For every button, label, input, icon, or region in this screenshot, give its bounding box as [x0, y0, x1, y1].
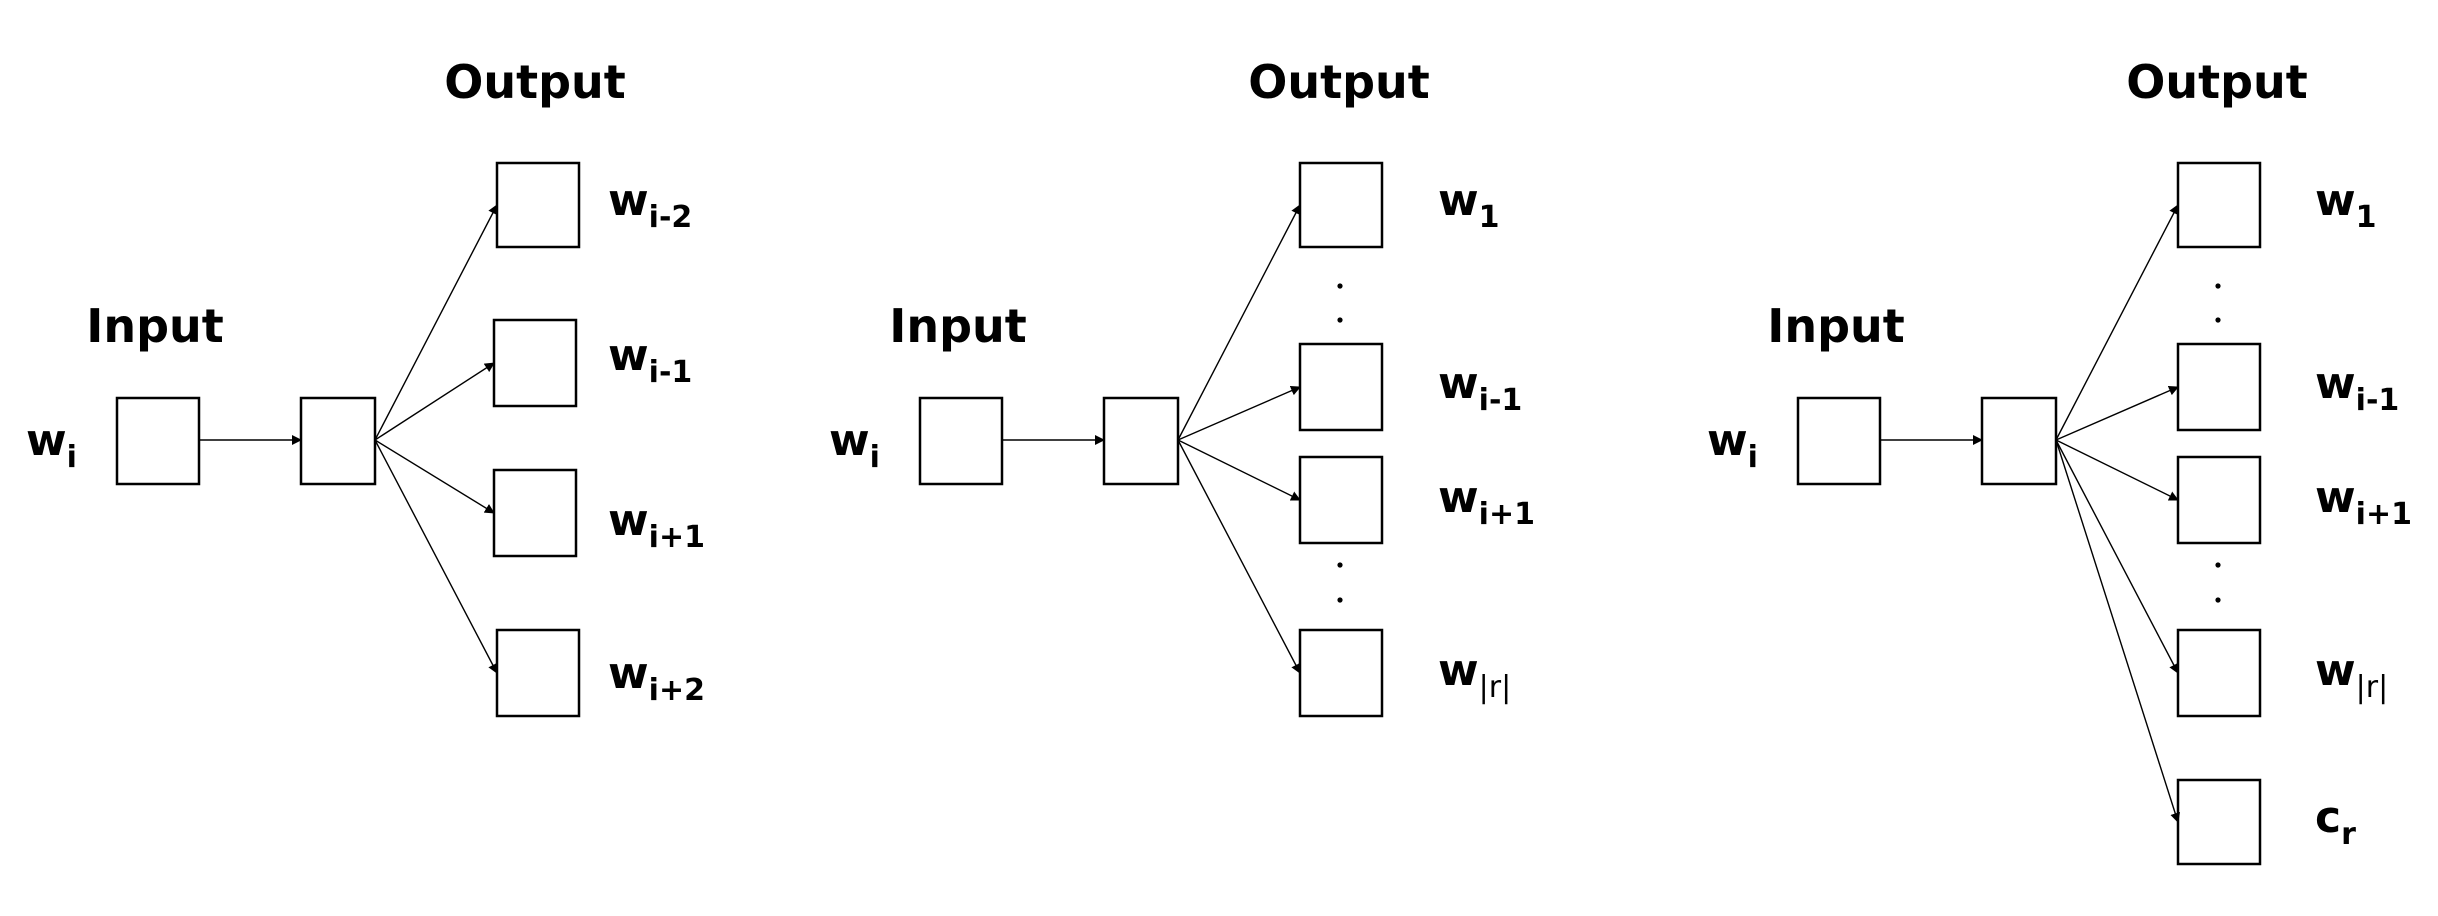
output-word-label: wi+1 — [2315, 472, 2412, 532]
output-word-label: wi+2 — [608, 648, 705, 708]
hidden-to-output-arrow — [2055, 439, 2179, 674]
hidden-to-output-arrow — [2055, 439, 2181, 823]
hidden-to-output-arrow — [2055, 439, 2179, 501]
output-heading: Output — [444, 55, 626, 109]
hidden-node — [299, 396, 377, 486]
input-heading: Input — [1767, 299, 1905, 353]
hidden-to-output-arrow — [2055, 204, 2179, 441]
hidden-to-output-arrow — [2055, 386, 2179, 441]
output-node — [2176, 778, 2262, 866]
output-word-label: wi+1 — [1438, 472, 1535, 532]
hidden-to-output-arrow — [1177, 439, 1301, 674]
ellipsis-dot — [1337, 597, 1343, 603]
hidden-to-output-arrow — [374, 362, 495, 441]
input-node — [1796, 396, 1882, 486]
ellipsis-dot — [2215, 283, 2221, 289]
output-word-label: wi-1 — [608, 330, 692, 390]
output-node — [1298, 628, 1384, 718]
hidden-node — [1102, 396, 1180, 486]
output-word-label: w|r| — [1438, 645, 1511, 705]
ellipsis-dot — [1337, 283, 1343, 289]
hidden-to-output-arrow — [1177, 439, 1301, 501]
output-word-label: w1 — [1438, 175, 1500, 235]
input-word-label: wi — [1707, 415, 1758, 475]
input-heading: Input — [86, 299, 224, 353]
output-word-label: wi-1 — [1438, 358, 1522, 418]
ellipsis-dot — [1337, 317, 1343, 323]
hidden-to-output-arrow — [1177, 386, 1301, 441]
hidden-node — [1980, 396, 2058, 486]
output-node — [2176, 161, 2262, 249]
output-node — [492, 468, 578, 558]
hidden-to-output-arrow — [374, 439, 495, 514]
hidden-to-output-arrow — [374, 204, 498, 441]
input-heading: Input — [889, 299, 1027, 353]
input-word-label: wi — [26, 415, 77, 475]
output-word-label: wi-1 — [2315, 358, 2399, 418]
panel-3: Input Output wi w1 wi-1 wi+1 w|r| cr — [1707, 55, 2412, 866]
output-node — [1298, 161, 1384, 249]
output-node — [495, 628, 581, 718]
output-word-label: wi-2 — [608, 175, 692, 235]
output-heading: Output — [2126, 55, 2308, 109]
hidden-to-output-arrow — [1177, 204, 1301, 441]
ellipsis-dot — [2215, 562, 2221, 568]
input-word-label: wi — [829, 415, 880, 475]
output-word-label: w|r| — [2315, 645, 2388, 705]
output-word-label: w1 — [2315, 175, 2377, 235]
output-node — [495, 161, 581, 249]
output-node — [1298, 455, 1384, 545]
output-node — [2176, 455, 2262, 545]
output-node — [1298, 342, 1384, 432]
ellipsis-dot — [2215, 597, 2221, 603]
hidden-to-output-arrow — [374, 439, 498, 674]
ellipsis-dot — [2215, 317, 2221, 323]
panel-2: Input Output wi w1 wi-1 wi+1 w|r| — [829, 55, 1535, 718]
output-word-label: wi+1 — [608, 495, 705, 555]
panel-1: Input Output wi wi-2 wi-1 wi+1 wi+2 — [26, 55, 705, 718]
output-node — [2176, 342, 2262, 432]
output-node — [492, 318, 578, 408]
output-node — [2176, 628, 2262, 718]
output-heading: Output — [1248, 55, 1430, 109]
input-node — [115, 396, 201, 486]
output-word-label: cr — [2315, 792, 2356, 852]
ellipsis-dot — [1337, 562, 1343, 568]
input-node — [918, 396, 1004, 486]
